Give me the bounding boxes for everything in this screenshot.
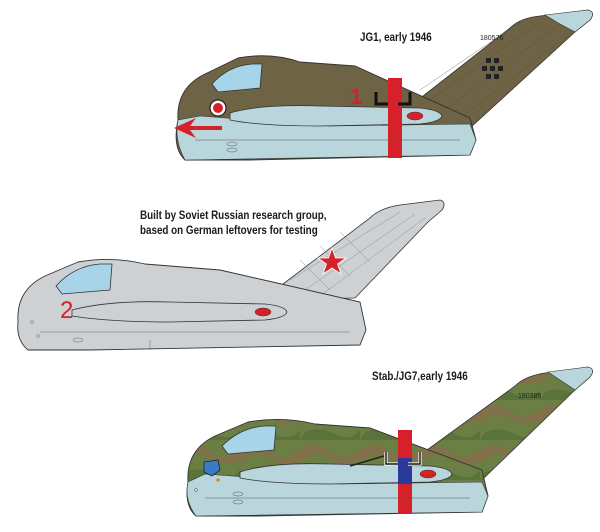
profile-2-red-star: [316, 246, 348, 275]
profile-3-fuselage-band: [398, 430, 412, 514]
profile-2-aircraft: 2: [17, 199, 445, 351]
profile-2-fuselage-number: 2: [60, 297, 73, 324]
profile-1-cross-insignia: [374, 92, 412, 106]
profile-1-fuselage-number: 1: [350, 84, 362, 109]
profile-1-nose-arrow: [174, 118, 222, 138]
profile-2-caption-line-2: based on German leftovers for testing: [140, 223, 318, 237]
profile-1-serial: 180576: [480, 35, 503, 42]
profile-2-caption-line-1: Built by Soviet Russian research group,: [140, 208, 327, 222]
profile-2-canopy: [55, 263, 113, 295]
profile-3-caption: Stab./JG7,early 1946: [372, 369, 468, 383]
profile-3-aircraft: 180385: [186, 366, 593, 517]
profile-1-canopy: [211, 63, 263, 93]
profile-1-fuselage-band: [388, 78, 402, 158]
profile-3-canopy: [221, 425, 277, 455]
profile-2-tail-fin: [260, 199, 445, 301]
profile-3-serial: 180385: [518, 393, 541, 400]
profile-1-caption: JG1, early 1946: [360, 30, 432, 44]
profile-3-nose-emblem: [203, 459, 221, 477]
profile-2-drop-tank: [71, 301, 288, 323]
profile-1-fin-cross: [482, 58, 503, 79]
profile-1-aircraft: 1 180576: [174, 9, 593, 161]
